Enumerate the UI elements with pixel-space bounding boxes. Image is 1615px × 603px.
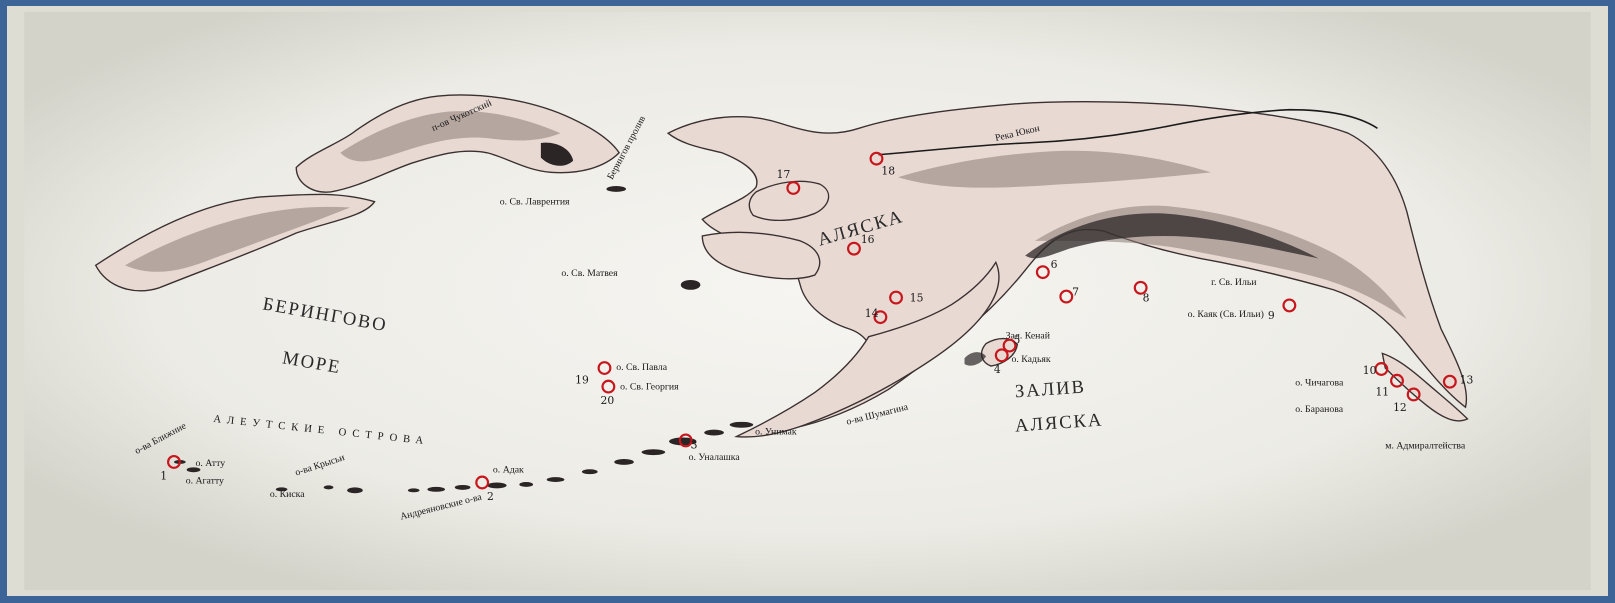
marker-number-6: 6 bbox=[1051, 258, 1058, 271]
label-st-george: о. Св. Георгия bbox=[620, 382, 679, 393]
west-coast-lobe bbox=[701, 231, 821, 280]
marker-number-20: 20 bbox=[601, 394, 615, 407]
marker-number-4: 4 bbox=[994, 363, 1001, 376]
marker-number-8: 8 bbox=[1143, 291, 1150, 304]
historical-map: БЕРИНГОВО МОРЕ ЗАЛИВ АЛЯСКА АЛЕУТСКИЕ ОС… bbox=[24, 11, 1591, 591]
label-kodiak: о. Кадьяк bbox=[1012, 354, 1051, 365]
marker-number-5: 5 bbox=[1013, 334, 1020, 347]
alaska-range-ridge bbox=[1025, 213, 1319, 259]
marker-8 bbox=[1133, 280, 1148, 295]
marker-number-17: 17 bbox=[777, 168, 791, 181]
marker-1 bbox=[167, 455, 181, 469]
label-adak: о. Адак bbox=[493, 465, 524, 476]
marker-10 bbox=[1374, 362, 1389, 376]
label-kiska: о. Киска bbox=[270, 489, 305, 500]
marker-5 bbox=[1002, 338, 1017, 353]
marker-number-19: 19 bbox=[575, 374, 589, 387]
marker-13 bbox=[1442, 374, 1457, 389]
alaska-peninsula bbox=[734, 260, 1000, 438]
label-kayak: о. Каяк (Св. Ильи) bbox=[1188, 309, 1264, 320]
kodiak-shading bbox=[964, 352, 987, 366]
marker-19 bbox=[597, 361, 612, 375]
marker-11 bbox=[1390, 373, 1404, 388]
label-unalaska: о. Уналашка bbox=[689, 452, 741, 463]
marker-6 bbox=[1035, 265, 1050, 280]
label-cook-inlet: Зал. Кенай bbox=[1006, 331, 1050, 342]
label-st-lawrence: о. Св. Лаврентия bbox=[500, 197, 570, 208]
label-gulf-1: ЗАЛИВ bbox=[1014, 376, 1086, 402]
brooks-range-relief bbox=[898, 150, 1212, 188]
chukotka-landmass bbox=[295, 94, 621, 193]
marker-number-1: 1 bbox=[160, 470, 167, 483]
marker-number-15: 15 bbox=[910, 291, 924, 304]
aleutian-islands bbox=[173, 421, 754, 494]
marker-number-7: 7 bbox=[1072, 286, 1079, 299]
label-chichagof: о. Чичагова bbox=[1295, 378, 1344, 389]
kamchatka-relief bbox=[125, 206, 351, 272]
marker-number-18: 18 bbox=[881, 164, 895, 177]
seward-peninsula bbox=[748, 180, 830, 222]
nunivak-island bbox=[680, 279, 701, 290]
marker-number-11: 11 bbox=[1375, 385, 1389, 398]
marker-number-14: 14 bbox=[865, 307, 879, 320]
marker-17 bbox=[786, 181, 801, 195]
site-markers bbox=[167, 151, 1457, 490]
chukotka-relief bbox=[340, 111, 561, 162]
marker-numbers: 1 2 3 4 5 6 7 8 9 10 11 12 13 14 15 16 1… bbox=[160, 164, 1473, 503]
marker-number-13: 13 bbox=[1460, 374, 1474, 387]
label-st-elias: г. Св. Ильи bbox=[1211, 277, 1256, 288]
st-lawrence-island bbox=[606, 186, 626, 192]
marker-14 bbox=[873, 310, 888, 325]
marker-number-16: 16 bbox=[861, 233, 875, 246]
label-baranof: о. Баранова bbox=[1295, 404, 1344, 415]
marker-3 bbox=[678, 433, 693, 448]
label-st-matthew: о. Св. Матвея bbox=[561, 268, 618, 279]
marker-number-10: 10 bbox=[1363, 364, 1377, 377]
marker-number-2: 2 bbox=[487, 490, 494, 503]
yukon-river bbox=[878, 108, 1378, 156]
marker-15 bbox=[889, 290, 903, 305]
marker-number-12: 12 bbox=[1393, 401, 1407, 414]
marker-12 bbox=[1406, 387, 1421, 402]
label-cape: м. Адмиралтейства bbox=[1385, 440, 1466, 451]
marker-16 bbox=[847, 241, 861, 256]
label-unimak: о. Унимак bbox=[755, 427, 797, 438]
marker-number-9: 9 bbox=[1268, 309, 1275, 322]
marker-20 bbox=[601, 379, 616, 394]
label-agattu: о. Агатту bbox=[186, 475, 224, 486]
marker-number-3: 3 bbox=[691, 438, 698, 451]
marker-18 bbox=[869, 151, 884, 166]
marker-2 bbox=[475, 475, 490, 490]
marker-9 bbox=[1282, 298, 1297, 313]
label-attu: о. Атту bbox=[195, 458, 225, 469]
chukotka-bay bbox=[540, 142, 574, 166]
marker-7 bbox=[1059, 289, 1074, 304]
marker-4 bbox=[994, 348, 1009, 363]
label-st-paul: о. Св. Павла bbox=[616, 362, 668, 373]
